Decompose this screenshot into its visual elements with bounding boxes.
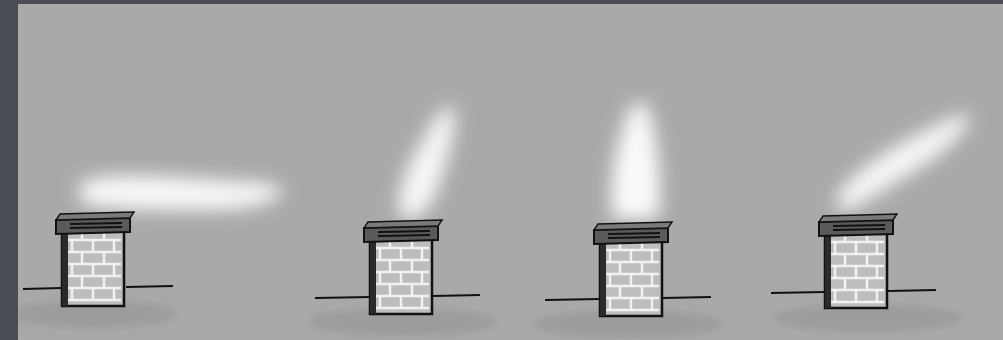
chimney-1 bbox=[56, 212, 134, 306]
panel-vertical-plume bbox=[533, 102, 723, 338]
horizontal-plume bbox=[78, 176, 283, 210]
panel-diagonal-plume bbox=[771, 115, 970, 332]
chimney-3 bbox=[594, 222, 672, 316]
diagonal-plume bbox=[836, 115, 970, 212]
panel-leaning-plume bbox=[308, 106, 498, 336]
leaning-plume bbox=[399, 106, 455, 220]
chimney-4 bbox=[819, 214, 897, 308]
panel-horizontal-plume bbox=[18, 176, 283, 328]
chimney-2 bbox=[364, 220, 442, 314]
chimney-smoke-illustration bbox=[18, 4, 1003, 340]
vertical-plume bbox=[611, 102, 660, 219]
illustration-canvas bbox=[18, 4, 1003, 340]
